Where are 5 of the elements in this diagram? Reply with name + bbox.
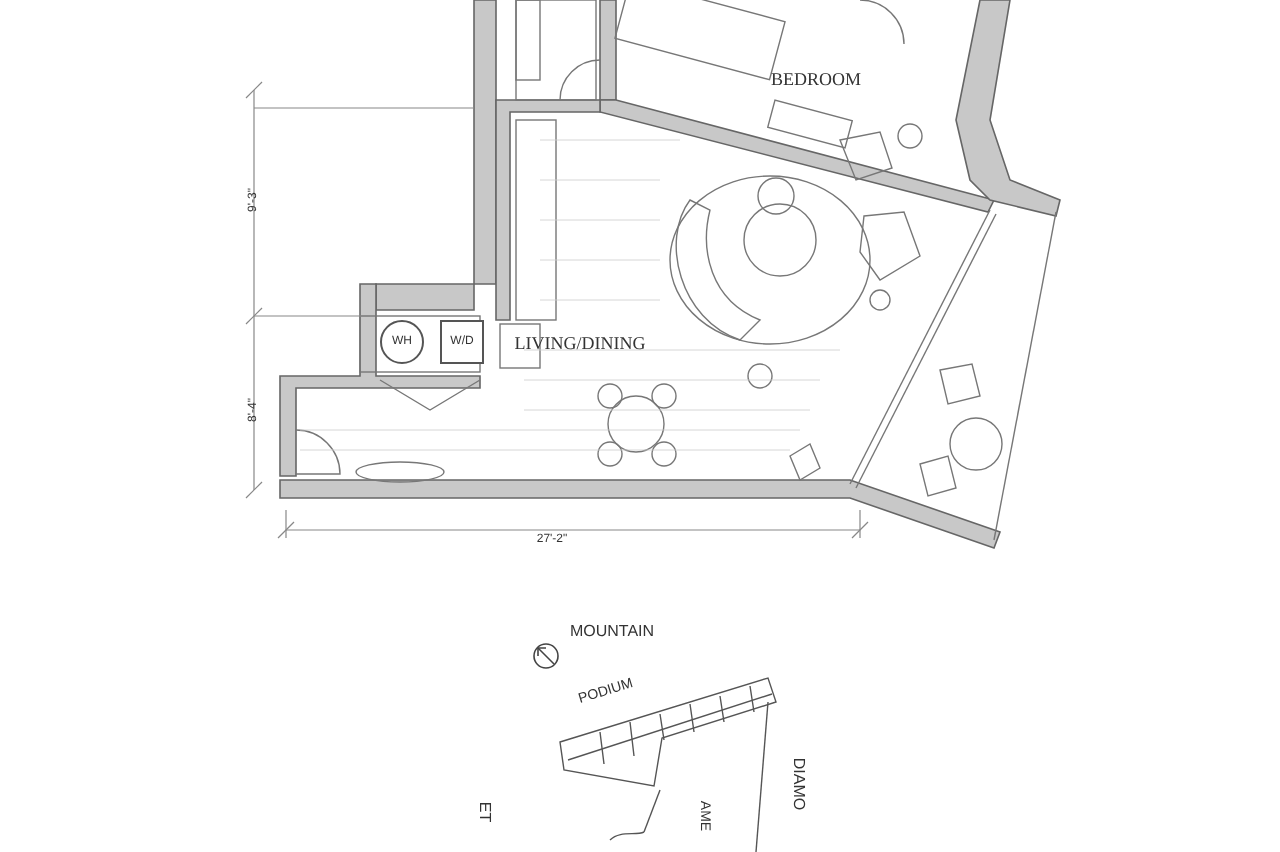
street-label: ET: [476, 801, 492, 823]
street-label: MOUNTAIN: [569, 624, 655, 640]
street-label: DIAMO: [790, 757, 806, 811]
room-label: LIVING/DINING: [514, 335, 646, 353]
room-label: BEDROOM: [771, 71, 861, 89]
